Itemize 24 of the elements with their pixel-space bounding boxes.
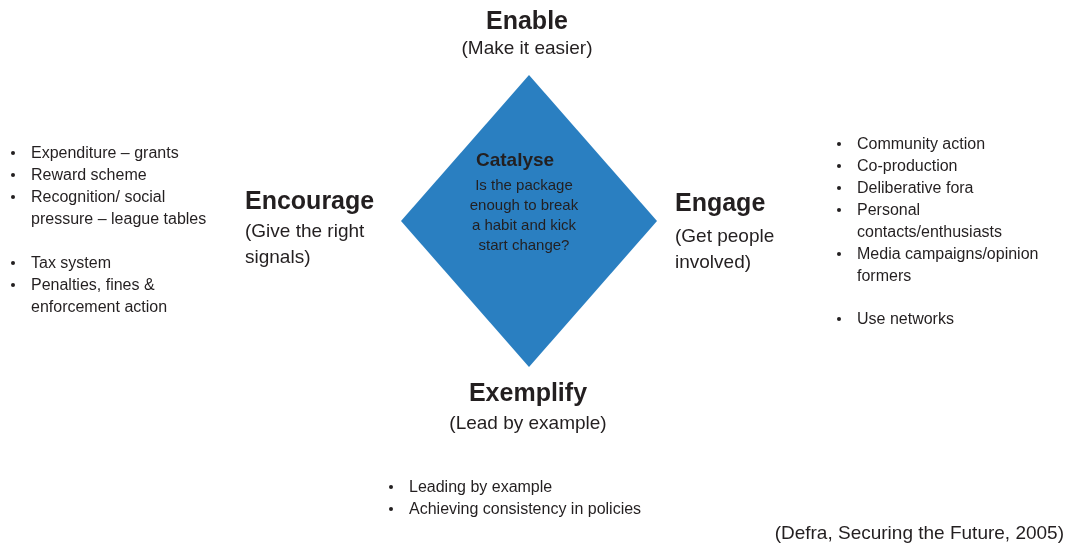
category-subtitle: (Lead by example) [449, 411, 607, 435]
bullet-item: Reward scheme [10, 164, 231, 186]
bullet-item: Personal contacts/enthusiasts [836, 199, 1057, 243]
category-subtitle: (Give the right signals) [245, 219, 366, 269]
category-heading: Encourage [245, 185, 375, 215]
bullet-item: Recognition/ social pressure – league tables [10, 186, 221, 230]
bullet-item: Expenditure – grants [10, 142, 231, 164]
source-caption: (Defra, Securing the Future, 2005) [774, 521, 1064, 545]
diamond-title: Catalyse [476, 149, 555, 171]
bullet-item: Achieving consistency in policies [388, 498, 729, 520]
category-subtitle: (Get people involved) [675, 224, 776, 274]
bullet-item: Use networks [836, 308, 1070, 330]
diamond-question: Is the package enough to break a habit and kick start change? [469, 175, 579, 255]
bullet-item: Leading by example [388, 476, 729, 498]
bullet-item: Tax system [10, 252, 231, 274]
bullet-item: Deliberative fora [836, 177, 1070, 199]
category-subtitle: (Make it easier) [461, 36, 593, 60]
bullet-item: Penalties, fines & enforcement action [10, 274, 231, 318]
bullet-item: Co-production [836, 155, 1070, 177]
bullet-item: Community action [836, 133, 1070, 155]
category-heading: Engage [675, 187, 766, 217]
bullet-item: Media campaigns/opinion formers [836, 243, 1057, 287]
category-heading: Exemplify [468, 377, 588, 407]
category-heading: Enable [486, 5, 568, 35]
